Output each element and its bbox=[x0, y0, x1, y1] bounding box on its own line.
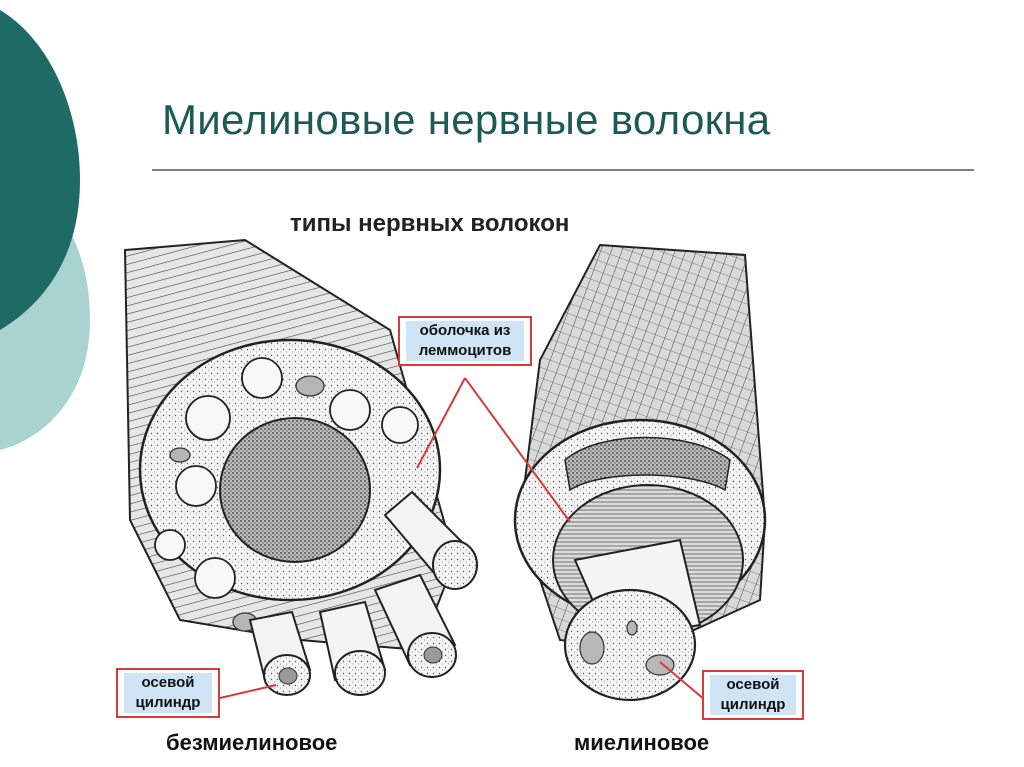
sheath-label-line2: леммоцитов bbox=[406, 341, 524, 361]
axis-right-line1: осевой bbox=[710, 675, 796, 695]
sheath-label-line1: оболочка из bbox=[406, 321, 524, 341]
axis-left-line2: цилиндр bbox=[124, 693, 212, 713]
axis-cylinder-label-left: осевой цилиндр bbox=[116, 668, 220, 718]
axis-cylinder-label-right: осевой цилиндр bbox=[702, 670, 804, 720]
myelinated-fiber-drawing-icon bbox=[513, 243, 767, 702]
axis-left-line1: осевой bbox=[124, 673, 212, 693]
caption-myelinated: миелиновое bbox=[574, 730, 710, 755]
sheath-label: оболочка из леммоцитов bbox=[398, 316, 532, 366]
caption-unmyelinated: безмиелиновое bbox=[166, 730, 338, 755]
accent-shapes bbox=[0, 10, 90, 450]
diagram-subtitle: типы нервных волокон bbox=[290, 210, 570, 237]
slide-title: Миелиновые нервные волокна bbox=[162, 96, 771, 143]
callout-lines bbox=[219, 377, 706, 701]
axis-right-line2: цилиндр bbox=[710, 695, 796, 715]
unmyelinated-fiber-drawing-icon bbox=[123, 238, 478, 696]
